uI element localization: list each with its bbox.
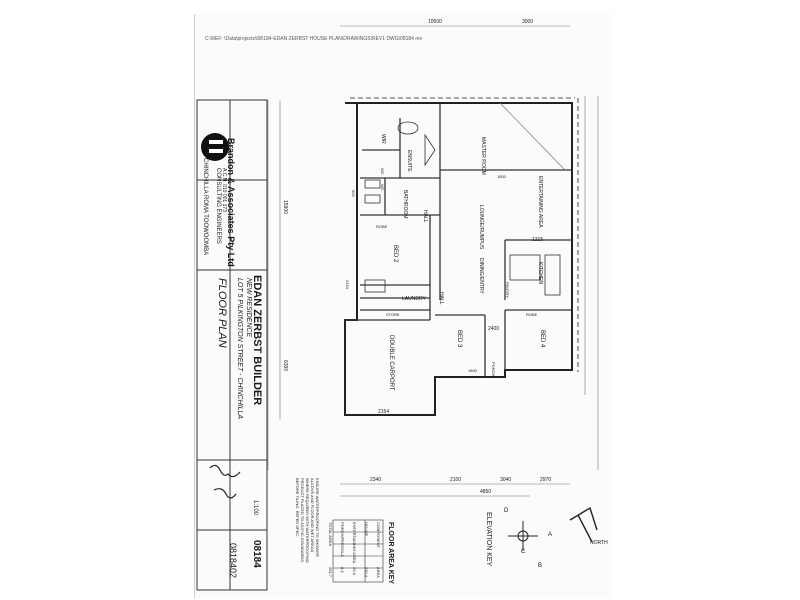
room-bed4: BED 4 — [539, 330, 545, 348]
room-bed2: BED 2 — [392, 245, 398, 263]
elevation-label-d: D — [504, 508, 509, 514]
room-robe1: ROBE — [376, 224, 388, 229]
room-dining: DINING/ENTRY — [478, 258, 484, 294]
title-block — [196, 99, 268, 591]
room-ensuite: ENSUITE — [406, 150, 412, 172]
room-wc1: WC — [380, 168, 385, 175]
client-name: EDAN ZERBST BUILDER — [251, 275, 263, 406]
room-carport: DOUBLE CARPORT — [388, 335, 394, 391]
dim-d6: 1800 — [468, 368, 477, 373]
dim-d1: 2154 — [378, 409, 390, 415]
floor-key-label: COMPONENT — [376, 522, 381, 548]
room-wc2: WC — [380, 184, 385, 191]
company-acn: A.C.N. 010 001 173 — [221, 168, 227, 212]
floor-key-value: 8.4 — [340, 567, 345, 573]
entertaining-diagonal — [499, 102, 566, 171]
room-master: MASTER ROOM — [480, 137, 486, 175]
room-kitchen: KITCHEN — [537, 262, 543, 284]
floor-key-value: 261.7 — [328, 567, 333, 578]
elevation-key-title: ELEVATION KEY — [485, 512, 492, 567]
interior-walls — [345, 103, 572, 377]
dim-bot2: 2100 — [450, 477, 462, 483]
room-bathroom: BATHROOM — [402, 190, 408, 219]
company-name: Brandon & Associates Pty Ltd — [226, 138, 236, 267]
dim-top1: 10500 — [428, 19, 442, 25]
dim-left2: 6390 — [282, 360, 288, 372]
drawing-number: 0818402 — [228, 543, 238, 579]
company-locations: CHINCHILLA ROMA TOOWOOMBA — [202, 158, 208, 256]
dimension-lines — [267, 25, 599, 497]
dim-top2: 3000 — [522, 19, 534, 25]
room-bed3: BED 3 — [456, 330, 462, 348]
room-robe2: ROBE — [526, 312, 538, 317]
outer-walls — [344, 97, 579, 416]
room-hall2: HALL — [438, 292, 444, 305]
elevation-label-c: C — [521, 549, 526, 555]
dim-d7: 900 — [351, 190, 356, 197]
floor-key-label: PORCH/PERGOLA — [340, 522, 345, 557]
fixtures — [364, 121, 561, 296]
signature — [209, 464, 241, 499]
elevation-key-compass — [508, 521, 538, 551]
construction-notes: ENSURE WATERPROOFING TO SHOWER ALCOVE AN… — [295, 478, 320, 563]
dim-bot5: 4850 — [480, 489, 492, 495]
floor-key-label: ENTERTAINING AREA — [352, 522, 357, 564]
room-store: STORE — [386, 312, 400, 317]
file-reference: C:\REF: \Data\projects\08\184-EDAN ZERBS… — [205, 36, 423, 42]
company-logo — [201, 133, 229, 161]
room-laundry: LAUNDRY — [402, 296, 426, 302]
project-title: NEW RESIDENCE — [245, 278, 252, 338]
dim-bot4: 2970 — [540, 477, 552, 483]
drawing-title: FLOOR PLAN — [216, 278, 228, 348]
scale: 1:100 — [252, 500, 258, 516]
north-label: NORTH — [590, 540, 608, 546]
room-wir: WIR — [380, 134, 386, 144]
drawing-sheet — [194, 14, 613, 598]
room-hall1: HALL — [422, 210, 428, 223]
room-porch: PORCH — [491, 362, 496, 377]
room-lounge: LOUNGE/RUMPUS — [478, 205, 484, 250]
dim-d3: 2400 — [488, 326, 500, 332]
dim-d2: 1215 — [532, 237, 544, 243]
floor-key-value: 230.4 — [364, 567, 369, 578]
dim-d4: 2154 — [345, 280, 350, 289]
floor-area-key-table — [332, 519, 384, 583]
company-subtitle: CONSULTING ENGINEERS — [215, 168, 221, 244]
dim-d5: 1800 — [497, 174, 506, 179]
floor-key-value: 23.6 — [352, 567, 357, 575]
floor-key-value: AREA — [376, 567, 381, 578]
floor-key-label: TOTAL AREA — [328, 522, 333, 547]
north-arrow-icon — [569, 506, 598, 543]
job-number: 08184 — [251, 540, 262, 568]
dim-bot1: 2340 — [370, 477, 382, 483]
elevation-label-a: A — [548, 532, 553, 538]
dim-left1: 15900 — [282, 200, 288, 214]
dim-bot3: 3040 — [500, 477, 512, 483]
elevation-label-b: B — [538, 563, 543, 569]
room-pantry: PANTRY — [505, 282, 510, 298]
floor-key-title: FLOOR AREA KEY — [387, 522, 394, 585]
room-entertaining: ENTERTAINING AREA — [537, 176, 543, 228]
floor-key-label: HOUSE — [364, 522, 369, 537]
project-address: LOT 5 PILKINGTON STREET - CHINCHILLA — [236, 278, 243, 420]
